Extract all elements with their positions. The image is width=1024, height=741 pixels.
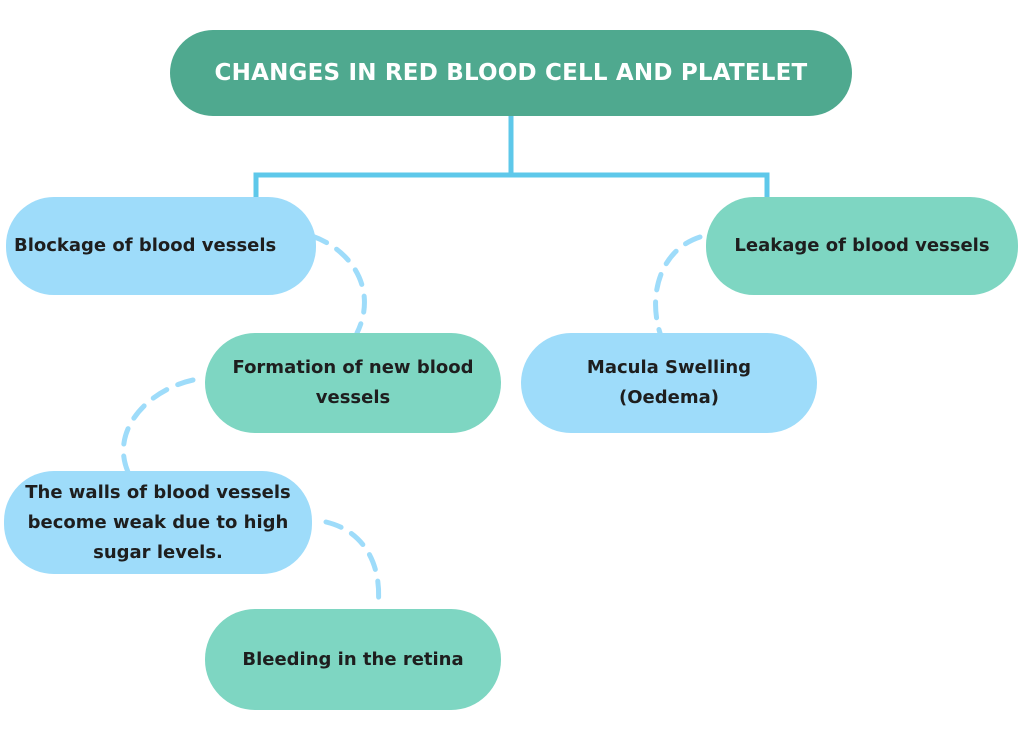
node-bleeding: Bleeding in the retina	[205, 609, 501, 710]
node-swelling: Macula Swelling (Oedema)	[521, 333, 817, 433]
node-leakage: Leakage of blood vessels	[706, 197, 1018, 295]
dashed-connector-walls-to-bleeding	[323, 519, 382, 609]
node-formation: Formation of new blood vessels	[205, 333, 501, 433]
diagram-title: CHANGES IN RED BLOOD CELL AND PLATELET	[170, 30, 852, 116]
tree-connector	[253, 116, 770, 199]
dashed-connector-formation-to-walls	[120, 377, 196, 475]
dashed-connector-blockage-to-formation	[309, 233, 367, 336]
node-blockage: Blockage of blood vessels	[6, 197, 316, 295]
dashed-connector-leakage-to-swelling	[653, 234, 703, 336]
node-weak-walls: The walls of blood vessels become weak d…	[4, 471, 312, 574]
